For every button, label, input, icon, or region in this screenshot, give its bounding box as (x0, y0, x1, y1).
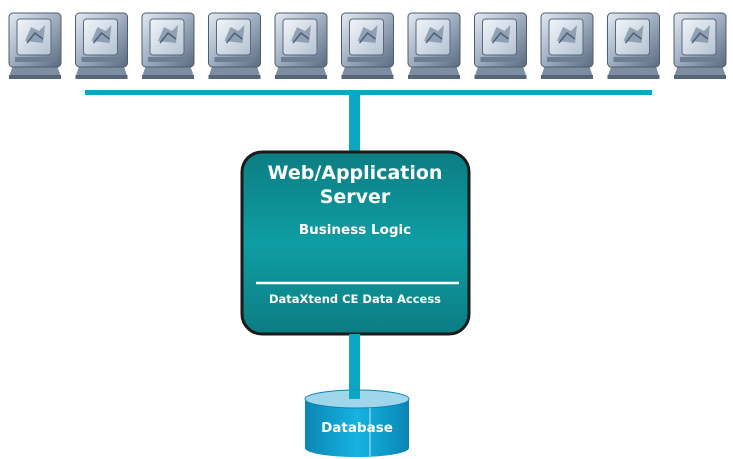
client-computers (8, 12, 727, 79)
database-label: Database (321, 420, 393, 436)
client-monitor-icon (274, 12, 328, 79)
client-monitor-icon (407, 12, 461, 79)
client-monitor-icon (8, 12, 62, 79)
server-title-line2: Server (319, 186, 391, 208)
client-monitor-icon (75, 12, 128, 79)
data-access-label: DataXtend CE Data Access (268, 292, 442, 306)
client-monitor-icon (341, 12, 394, 79)
network-bus-line (85, 90, 652, 95)
client-monitor-icon (141, 12, 195, 79)
client-monitor-icon (607, 12, 660, 79)
client-monitor-icon (673, 12, 727, 79)
client-monitor-icon (540, 12, 594, 79)
server-to-database-connector (349, 334, 360, 396)
bus-to-server-connector (349, 93, 360, 153)
client-monitor-icon (474, 12, 527, 79)
server-title-line1: Web/Application (267, 162, 443, 184)
business-logic-label: Business Logic (298, 222, 412, 238)
client-monitor-icon (208, 12, 261, 79)
database-cylinder (304, 389, 410, 457)
